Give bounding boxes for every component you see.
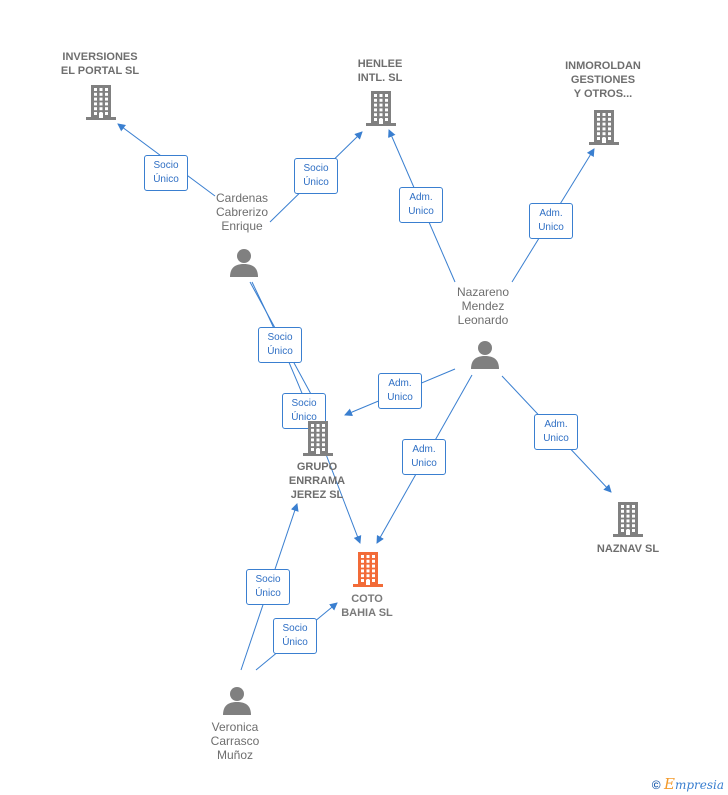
building-icon[interactable]: [365, 90, 397, 131]
node-label-grupo[interactable]: GRUPO ENRRAMA JEREZ SL: [289, 460, 345, 502]
node-label-line: Cabrerizo: [215, 205, 269, 219]
edge-label-line: Adm.: [388, 378, 412, 389]
node-label-coto[interactable]: COTO BAHIA SL: [341, 592, 393, 620]
building-icon[interactable]: [302, 420, 334, 461]
node-label-line: Y OTROS...: [573, 88, 633, 100]
building-icon[interactable]: [612, 501, 644, 542]
edge-label-nazareno-naznav[interactable]: Adm. Unico: [534, 414, 578, 450]
edge-label-line: Socio: [291, 398, 317, 409]
building-icon[interactable]: [352, 551, 384, 592]
node-label-line: INMOROLDAN: [565, 60, 641, 72]
node-label-line: Cardenas: [215, 191, 269, 205]
node-label-line: ENRRAMA: [288, 475, 346, 487]
person-icon[interactable]: [222, 685, 252, 720]
node-label-line: GESTIONES: [570, 74, 636, 86]
node-label-line: Veronica: [211, 720, 259, 734]
edge-label-line: Adm.: [409, 192, 433, 203]
edge-label-line: Unico: [411, 458, 437, 469]
node-label-line: BAHIA SL: [341, 607, 393, 619]
edge-label-line: Unico: [408, 206, 434, 217]
edge-label-line: Socio: [153, 160, 179, 171]
node-label-naznav[interactable]: NAZNAV SL: [597, 542, 659, 556]
node-label-line: NAZNAV SL: [596, 543, 660, 555]
building-icon[interactable]: [85, 84, 117, 125]
node-label-line: EL PORTAL SL: [60, 65, 140, 77]
building-icon[interactable]: [588, 109, 620, 150]
person-icon[interactable]: [229, 247, 259, 282]
brand-initial: E: [663, 775, 675, 793]
node-label-line: Leonardo: [457, 313, 509, 327]
copyright-footer: © Empresia: [652, 775, 724, 793]
edge-label-nazareno-coto[interactable]: Adm. Unico: [402, 439, 446, 475]
node-label-line: JEREZ SL: [290, 489, 344, 501]
edge-label-nazareno-grupo[interactable]: Adm. Unico: [378, 373, 422, 409]
edge-label-line: Único: [267, 346, 293, 357]
node-label-line: HENLEE: [357, 58, 403, 70]
node-label-inmoroldan[interactable]: INMOROLDAN GESTIONES Y OTROS...: [565, 59, 641, 101]
node-label-line: GRUPO: [296, 461, 338, 473]
edge-label-line: Unico: [543, 433, 569, 444]
node-label-line: INTL. SL: [357, 72, 403, 84]
node-label-line: COTO: [351, 593, 383, 605]
edge-label-line: Socio: [282, 623, 308, 634]
edge-label-line: Adm.: [412, 444, 436, 455]
edge-label-line: Socio: [255, 574, 281, 585]
node-label-inversiones[interactable]: INVERSIONES EL PORTAL SL: [61, 50, 139, 78]
edge-label-line: Unico: [538, 222, 564, 233]
edge-label-line: Adm.: [539, 208, 563, 219]
node-label-line: Muñoz: [216, 748, 254, 762]
person-icon[interactable]: [470, 339, 500, 374]
edge-label-nazareno-henlee[interactable]: Adm. Unico: [399, 187, 443, 223]
node-label-line: Enrique: [221, 219, 263, 233]
edge-label-line: Socio: [303, 163, 329, 174]
node-label-line: Mendez: [461, 299, 505, 313]
edge-label-line: Socio: [267, 332, 293, 343]
edge-label-nazareno-inmoroldan[interactable]: Adm. Unico: [529, 203, 573, 239]
node-label-line: INVERSIONES: [62, 51, 138, 63]
brand-name: mpresia: [674, 778, 724, 792]
edge-label-line: Único: [291, 412, 317, 423]
copyright-symbol: ©: [651, 778, 661, 792]
node-label-line: Nazareno: [456, 285, 510, 299]
edge-label-line: Único: [255, 588, 281, 599]
node-label-henlee[interactable]: HENLEE INTL. SL: [358, 57, 403, 85]
node-label-line: Carrasco: [210, 734, 260, 748]
edge-label-line: Único: [303, 177, 329, 188]
edge-label-line: Único: [282, 637, 308, 648]
edge-label-line: Único: [153, 174, 179, 185]
edge-label-line: Unico: [387, 392, 413, 403]
edge-label-line: Adm.: [544, 419, 568, 430]
